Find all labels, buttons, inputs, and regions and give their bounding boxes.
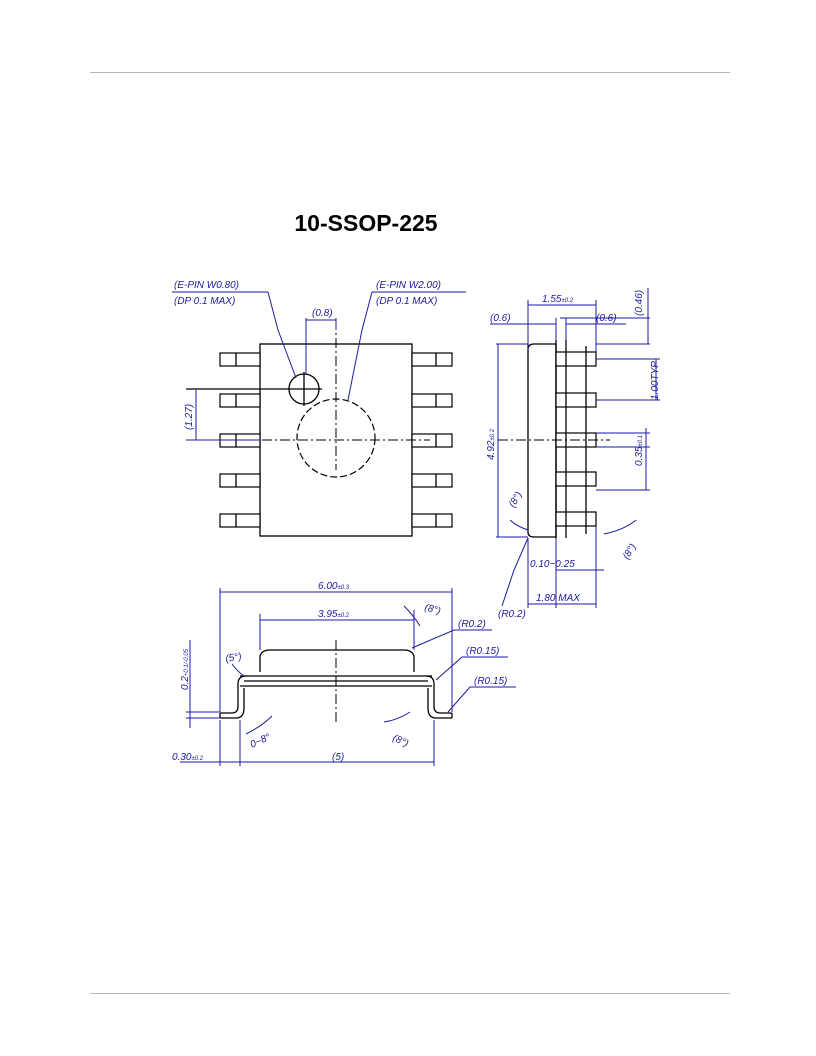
dim-6-00: 6.00±0.3 [318, 581, 350, 592]
page-title: 10-SSOP-225 [294, 210, 438, 236]
dim-0-10-0-25: 0.10~0.25 [530, 559, 575, 570]
angle-5: (5°) [225, 651, 243, 665]
epin-large-circle [296, 398, 376, 478]
dim-0-8: (0.8) [312, 308, 333, 319]
epin-large-label-2: (DP 0.1 MAX) [376, 296, 437, 307]
radius-r0-15-a: (R0.15) [466, 646, 499, 657]
dim-0-6-left: (0.6) [490, 313, 511, 324]
dim-1-27: (1.27) [184, 404, 195, 430]
dim-0-2: 0.2+0.1/-0.05 [180, 648, 191, 690]
dim-1-00-typ: 1.00TYP [650, 361, 661, 400]
radius-r0-2-side: (R0.2) [498, 609, 526, 620]
left-leads [219, 352, 261, 528]
radius-r0-15-b: (R0.15) [474, 676, 507, 687]
angle-8-bottom: (8°) [391, 733, 410, 750]
dim-1-55: 1.55±0.2 [542, 294, 574, 305]
front-view: 6.00±0.3 3.95±0.2 (8°) (R0.2) (R0.15) (R… [172, 581, 516, 766]
epin-small-label-2: (DP 0.1 MAX) [174, 296, 235, 307]
front-view-body [259, 649, 415, 672]
top-view: (E-PIN W0.80) (DP 0.1 MAX) (E-PIN W2.00)… [172, 280, 466, 537]
epin-small-label-1: (E-PIN W0.80) [174, 280, 239, 291]
angle-0-8: 0~8° [249, 732, 273, 751]
dim-5: (5) [332, 752, 344, 763]
radius-r0-2-front: (R0.2) [458, 619, 486, 630]
side-view: 1.55±0.2 (0.6) (0.6) (0.46) 1.00TYP 0.35… [486, 288, 661, 620]
angle-8-right: (8°) [621, 542, 639, 562]
side-leads [555, 351, 597, 527]
dim-3-95: 3.95±0.2 [318, 609, 350, 620]
dim-4-92: 4.92±0.2 [486, 428, 497, 460]
right-leads [411, 352, 453, 528]
bottom-rule [90, 993, 730, 994]
dim-0-46: (0.46) [634, 290, 645, 316]
epin-large-label-1: (E-PIN W2.00) [376, 280, 441, 291]
dim-1-80-max: 1.80 MAX [536, 593, 580, 604]
dim-0-30: 0.30±0.2 [172, 752, 204, 763]
dim-0-35: 0.35±0.1 [634, 435, 645, 466]
angle-8-left: (8°) [507, 490, 525, 510]
angle-8-top: (8°) [423, 602, 442, 617]
top-rule [90, 72, 730, 73]
